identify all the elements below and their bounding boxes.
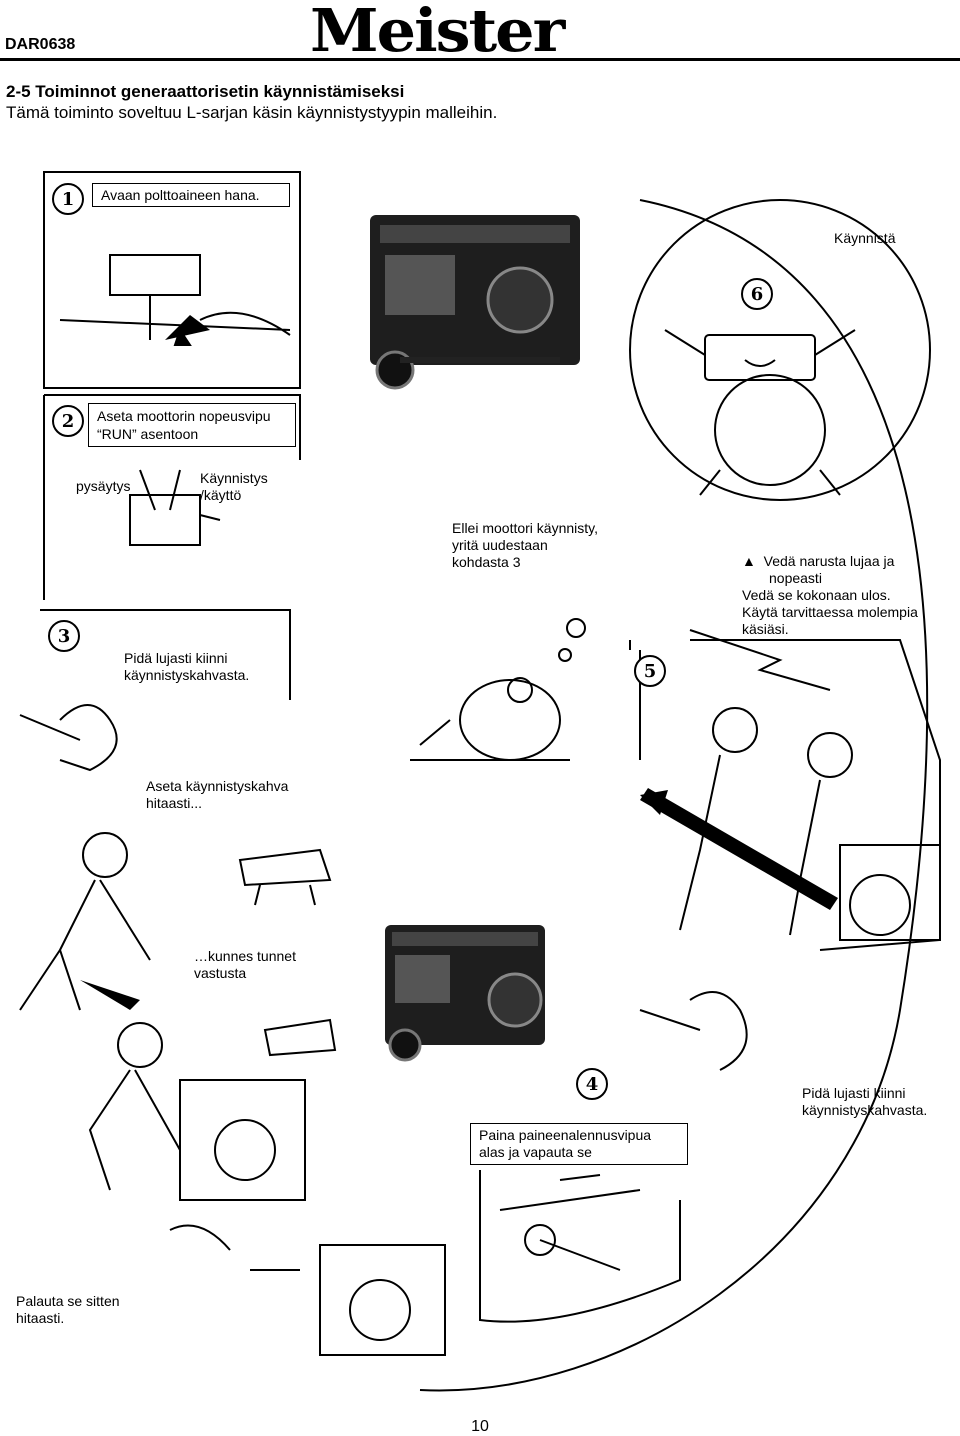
decompression-lever-sketch [499, 1174, 641, 1271]
step2-frame [43, 394, 301, 600]
hand-grip-right-sketch [639, 991, 748, 1071]
resistance-caption: …kunnes tunnet vastusta [194, 948, 296, 982]
step-number-1: 1 [52, 183, 84, 215]
slow-insert-caption: Aseta käynnistyskahva hitaasti... [146, 778, 288, 812]
hand-release-sketch [169, 1224, 300, 1271]
hold-line1: Pidä lujasti kiinni [802, 1085, 906, 1101]
throttle-lever-sketch [129, 494, 201, 546]
hold-handle-caption: Pidä lujasti kiinni käynnistyskahvasta. [802, 1085, 927, 1119]
step4-caption: Paina paineenalennusvipua alas ja vapaut… [470, 1123, 688, 1165]
generator-photo-top [370, 215, 580, 390]
brand-logo: Meister [310, 0, 565, 66]
hand-grip-sketch [19, 704, 118, 772]
step5-line4: Käytä tarvittaessa molempia [742, 604, 918, 620]
generator-photo-middle [385, 925, 545, 1062]
engine-character [704, 334, 816, 381]
valve-arrow [165, 315, 210, 340]
resist-line1: …kunnes tunnet [194, 948, 296, 964]
slow-line1: Aseta käynnistyskahva [146, 778, 289, 794]
step5-line5: käsiäsi. [742, 621, 789, 637]
animal-sketch-lower [263, 1018, 337, 1057]
step5-line1: ▲ Vedä narusta lujaa ja [742, 553, 895, 569]
slow-line2: hitaasti... [146, 795, 203, 811]
return-slowly-caption: Palauta se sitten hitaasti. [16, 1293, 120, 1327]
worker-pulling-second [807, 732, 853, 778]
step5-frame [629, 639, 941, 951]
step3-line2: käynnistyskahvasta. [124, 667, 250, 683]
worker-figure-lower [117, 1022, 163, 1068]
step-number-4: 4 [576, 1068, 608, 1100]
step1-photo-frame [43, 171, 301, 389]
step-number-2: 2 [52, 405, 84, 437]
retry-line1: Ellei moottori käynnisty, [452, 520, 599, 536]
fuel-valve-sketch [109, 254, 201, 296]
worker-figure [82, 832, 128, 878]
start-label-line1: Käynnistys [200, 470, 268, 486]
flow-path [419, 199, 929, 1392]
step-number-5: 5 [634, 655, 666, 687]
step-number-6: 6 [741, 278, 773, 310]
step1-caption: Avaan polttoaineen hana. [92, 183, 290, 207]
step2-line2: “RUN” asentoon [97, 426, 199, 442]
rocket-sketch [689, 629, 831, 691]
step5-line1-text: Vedä narusta lujaa ja [763, 553, 895, 569]
animal-sketch [238, 848, 332, 906]
step4-line1: Paina paineenalennusvipua [479, 1127, 652, 1143]
engine-box-right [839, 844, 941, 941]
hold-line2: käynnistyskahvasta. [802, 1102, 928, 1118]
step4-frame [479, 1170, 681, 1323]
header-rule [0, 58, 960, 61]
retry-caption: Ellei moottori käynnisty, yritä uudestaa… [452, 520, 598, 571]
step4-line2: alas ja vapauta se [479, 1144, 592, 1160]
step2-caption: Aseta moottorin nopeusvipu “RUN” asentoo… [88, 403, 296, 447]
worker-pulling [712, 707, 758, 753]
pull-arrow [640, 788, 838, 910]
step5-caption: ▲ Vedä narusta lujaa ja nopeasti Vedä se… [742, 553, 942, 638]
step6-circle [629, 199, 931, 501]
step-number-3: 3 [48, 620, 80, 652]
retry-line3: kohdasta 3 [452, 554, 521, 570]
step5-line3: Vedä se kokonaan ulos. [742, 587, 891, 603]
engine-box-bottom [319, 1244, 446, 1356]
section-title: 2-5 Toiminnot generaattorisetin käynnist… [6, 82, 405, 101]
resist-line2: vastusta [194, 965, 247, 981]
step6-caption: Käynnistä [834, 230, 896, 246]
step3-frame [40, 609, 291, 700]
start-label-line2: /käyttö [200, 487, 242, 503]
start-label: Käynnistys /käyttö [200, 470, 268, 504]
step2-line1: Aseta moottorin nopeusvipu [97, 408, 271, 424]
section-subtitle: Tämä toiminto soveltuu L-sarjan käsin kä… [6, 103, 498, 122]
step5-line2: nopeasti [769, 570, 822, 586]
document-code: DAR0638 [5, 36, 76, 53]
engine-box-left [179, 1079, 306, 1201]
step3-line1: Pidä lujasti kiinni [124, 650, 228, 666]
step3-caption: Pidä lujasti kiinni käynnistyskahvasta. [124, 650, 249, 684]
insert-arrow [80, 980, 140, 1010]
retry-line2: yritä uudestaan [452, 537, 548, 553]
stop-label: pysäytys [76, 478, 131, 494]
return-line1: Palauta se sitten [16, 1293, 120, 1309]
fallen-engine-character [459, 679, 561, 761]
return-line2: hitaasti. [16, 1310, 65, 1326]
page-number: 10 [471, 1418, 489, 1435]
